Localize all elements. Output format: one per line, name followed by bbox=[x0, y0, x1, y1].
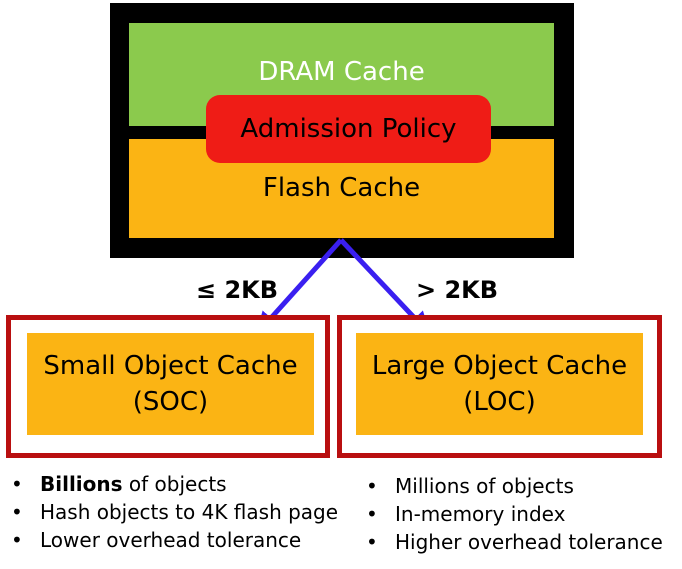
bullet-icon: • bbox=[11, 528, 23, 552]
soc-title: Small Object Cache bbox=[43, 351, 298, 381]
soc-bullet-text: Hash objects to 4K flash page bbox=[40, 500, 339, 524]
flash-cache-label: Flash Cache bbox=[262, 173, 421, 203]
admission-policy-box: Admission Policy bbox=[206, 95, 491, 163]
large-object-cache-box: Large Object Cache (LOC) bbox=[356, 333, 643, 435]
loc-bullet-text: In-memory index bbox=[395, 502, 566, 526]
bullet-icon: • bbox=[366, 502, 378, 526]
large-size-threshold-label: > 2KB bbox=[416, 276, 499, 304]
list-item: • Millions of objects bbox=[363, 472, 663, 500]
small-size-threshold-label: ≤ 2KB bbox=[196, 276, 279, 304]
list-item: • Hash objects to 4K flash page bbox=[8, 498, 338, 526]
soc-abbrev: (SOC) bbox=[132, 387, 209, 417]
list-item: • Billions of objects bbox=[8, 470, 338, 498]
loc-bullet-list: • Millions of objects • In-memory index … bbox=[363, 472, 663, 556]
arrow-to-soc bbox=[255, 238, 343, 335]
list-item: • Lower overhead tolerance bbox=[8, 526, 338, 554]
arrow-to-loc bbox=[339, 238, 431, 335]
soc-bullet-text: of objects bbox=[122, 472, 227, 496]
soc-bullet-list: • Billions of objects • Hash objects to … bbox=[8, 470, 338, 554]
bullet-icon: • bbox=[366, 530, 378, 554]
loc-title: Large Object Cache bbox=[371, 351, 628, 381]
bullet-icon: • bbox=[11, 500, 23, 524]
list-item: • Higher overhead tolerance bbox=[363, 528, 663, 556]
small-object-cache-box: Small Object Cache (SOC) bbox=[27, 333, 314, 435]
soc-bullet-text: Lower overhead tolerance bbox=[40, 528, 302, 552]
bullet-icon: • bbox=[11, 472, 23, 496]
bullet-icon: • bbox=[366, 474, 378, 498]
list-item: • In-memory index bbox=[363, 500, 663, 528]
loc-abbrev: (LOC) bbox=[463, 387, 536, 417]
loc-bullet-text: Millions of objects bbox=[395, 474, 574, 498]
loc-bullet-text: Higher overhead tolerance bbox=[395, 530, 663, 554]
soc-bullet-bold: Billions bbox=[40, 472, 123, 496]
dram-cache-label: DRAM Cache bbox=[258, 57, 425, 87]
admission-policy-label: Admission Policy bbox=[240, 114, 457, 144]
